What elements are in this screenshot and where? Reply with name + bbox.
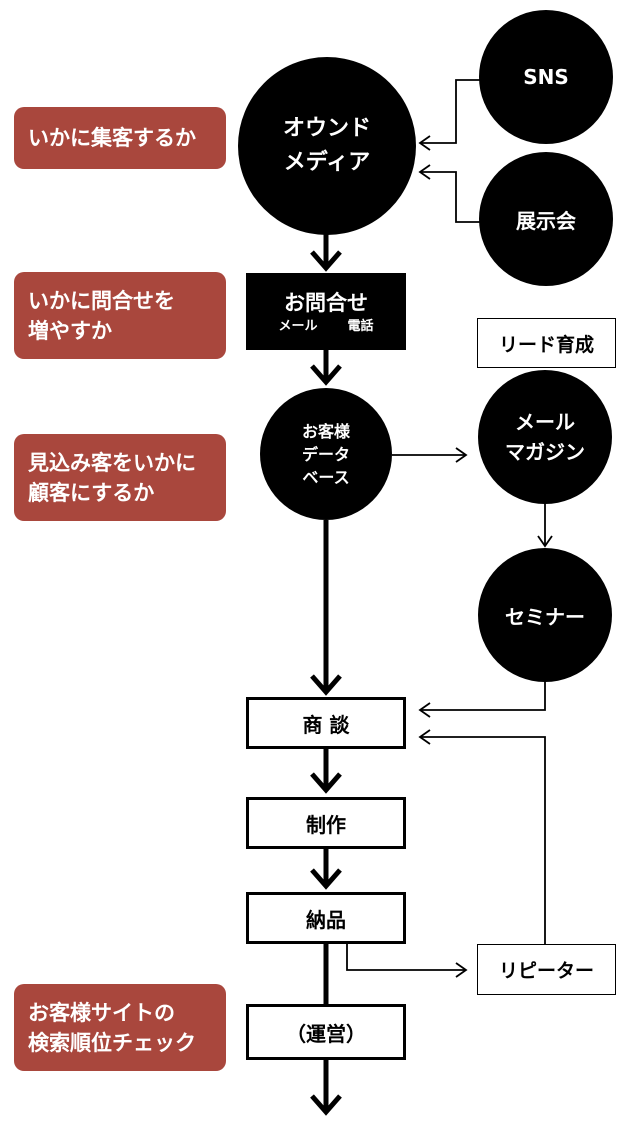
connector-sns-to-owned [420,79,484,144]
label-convert: 見込み客をいかに 顧客にするか [14,434,226,521]
label-convert-line1: 見込み客をいかに [28,450,196,475]
node-customer-database: お客様 データ ベース [260,388,392,520]
arrowhead-seminar [537,535,553,548]
node-mail-magazine-line2: マガジン [505,440,585,464]
node-lead-nurturing-label: リード育成 [498,333,594,356]
node-owned-media-line2: メディア [283,150,371,175]
label-seo-line1: お客様サイトの [28,1000,175,1025]
label-seo-line2: 検索順位チェック [28,1030,196,1055]
label-convert-line2: 顧客にするか [28,480,155,505]
arrowhead-sns [418,135,431,151]
arrowhead-db [310,364,342,386]
node-lead-nurturing: リード育成 [477,318,616,368]
node-negotiation-label: 商 談 [302,712,350,737]
label-seo: お客様サイトの 検索順位チェック [14,984,226,1071]
label-inquiry-line2: 増やすか [28,318,112,343]
node-inquiry-mail: メール [278,318,318,334]
connector-exhibition-to-owned [420,171,484,223]
node-inquiry-phone: 電話 [347,318,374,334]
label-attract-line1: いかに集客するか [28,126,196,150]
node-production: 制作 [246,797,406,849]
arrowhead-exhibition [418,164,431,180]
node-sns: SNS [479,10,613,144]
node-exhibition-label: 展示会 [516,208,576,233]
node-inquiry-title: お問合せ [284,290,368,315]
connector-delivery-to-repeater [346,943,466,971]
node-delivery: 納品 [246,892,406,944]
connector-seminar-to-negotiation [420,680,546,711]
node-owned-media: オウンド メディア [238,57,416,235]
arrowhead-mail [455,447,468,463]
node-repeater: リピーター [477,944,616,995]
node-production-label: 制作 [306,812,346,837]
arrowhead-delivery [310,868,342,890]
node-operation-label: （運営） [286,1021,366,1046]
node-customer-db-line2: データ [301,444,350,464]
connector-repeater-to-negotiation [420,736,546,946]
node-customer-db-line1: お客様 [301,421,350,441]
node-negotiation: 商 談 [246,697,406,749]
arrowhead-end [310,1094,342,1116]
node-mail-magazine-line1: メール [515,410,575,434]
node-repeater-label: リピーター [498,960,594,982]
arrowhead-negotiation-repeater [418,729,431,745]
label-inquiry: いかに問合せを 増やすか [14,272,226,359]
node-inquiry: お問合せ メール 電話 [246,273,406,350]
node-mail-magazine: メール マガジン [478,370,612,504]
arrowhead-negotiation-seminar [418,702,431,718]
arrowhead-negotiation [310,674,342,696]
node-seminar-label: セミナー [505,604,585,629]
arrowhead-inquiry [310,250,342,272]
arrowhead-production [310,772,342,794]
label-attract: いかに集客するか [14,107,226,169]
node-owned-media-line1: オウンド [282,116,371,141]
node-customer-db-line3: ベース [302,467,350,487]
node-delivery-label: 納品 [306,907,346,932]
label-inquiry-line1: いかに問合せを [28,288,175,313]
node-exhibition: 展示会 [479,152,613,286]
node-sns-label: SNS [523,65,569,89]
arrowhead-repeater [455,962,468,978]
node-operation: （運営） [246,1004,406,1060]
node-seminar: セミナー [478,548,612,682]
